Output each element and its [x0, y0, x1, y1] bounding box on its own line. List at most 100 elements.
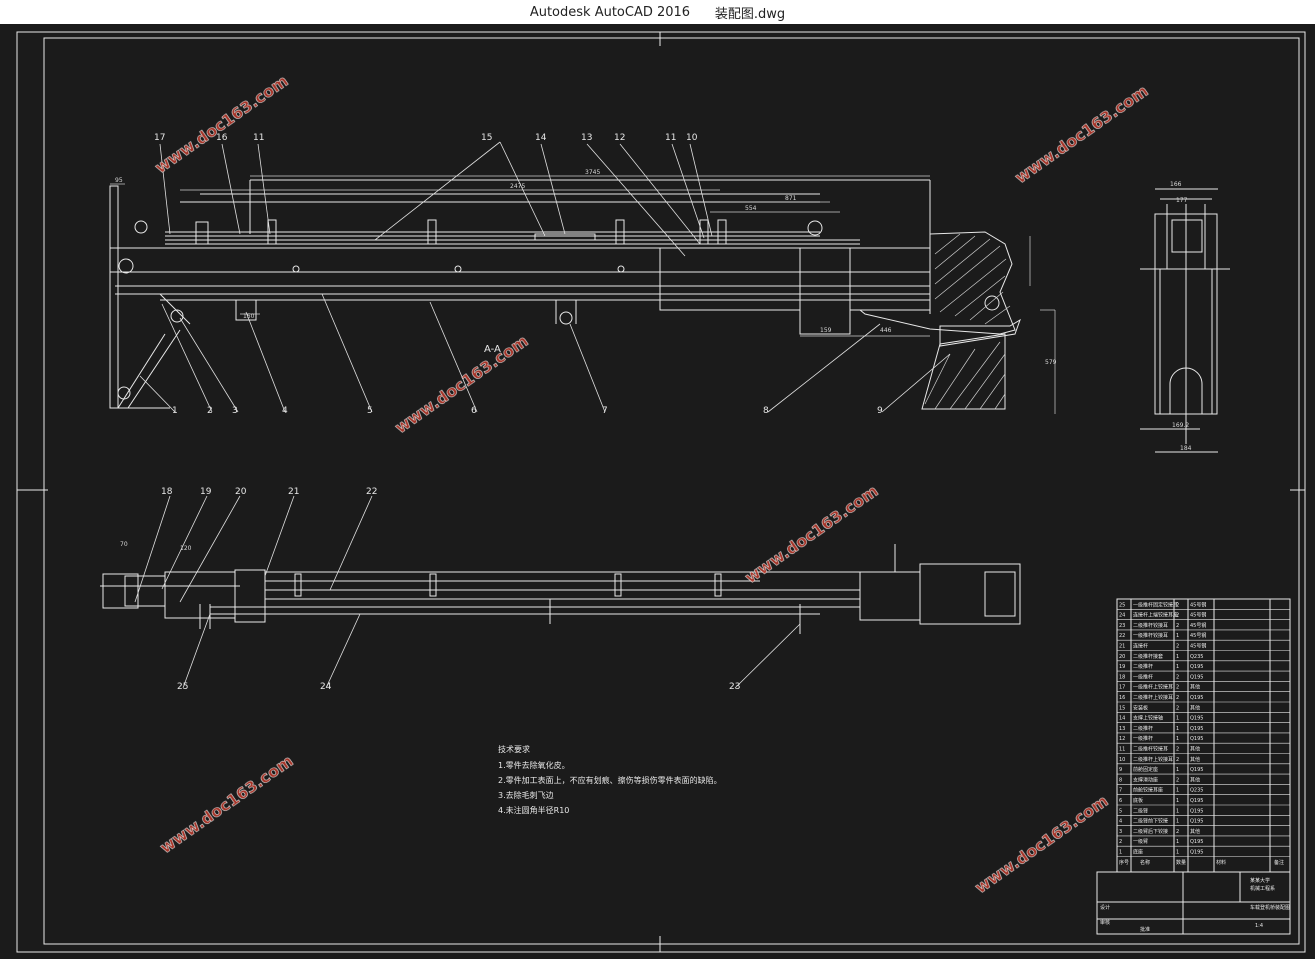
bom-header-cell: 材料 [1216, 859, 1226, 866]
bom-cell: 2 [1176, 623, 1179, 629]
callouts: 17 16 11 15 14 13 12 11 10 1 2 3 4 5 6 7… [154, 133, 883, 692]
bom-cell: 二级推杆上铰接耳 [1133, 694, 1173, 701]
bom-cell: 17 [1119, 685, 1125, 691]
file-name: 装配图.dwg [714, 6, 786, 22]
bom-cell: 2 [1176, 777, 1179, 783]
bom-cell: 1 [1176, 736, 1179, 742]
hatch-lower [924, 341, 1006, 410]
callout-23: 23 [729, 682, 740, 692]
bom-cell: 13 [1119, 726, 1125, 732]
tb-dept: 机械工程系 [1250, 885, 1275, 892]
tech-title: 技术要求 [498, 744, 530, 754]
tb-design: 设计 [1100, 904, 1110, 911]
callout-20: 20 [235, 487, 247, 497]
bom-cell: Q195 [1190, 716, 1203, 722]
bom-cell: 23 [1119, 623, 1125, 629]
tb-approve: 批准 [1140, 926, 1150, 933]
bom-cell: 一级推杆 [1133, 735, 1153, 742]
dim-446: 446 [880, 327, 892, 334]
tech-item-1: 1.零件去除氧化皮。 [498, 760, 570, 770]
bom-cell: 1 [1176, 664, 1179, 670]
bom-cell: 2 [1176, 747, 1179, 753]
bom-cell: 9 [1119, 767, 1122, 773]
bom-cell: 支撑滑动座 [1133, 776, 1158, 783]
bom-cell: 1 [1176, 633, 1179, 639]
bom-table-grid [1096, 598, 1291, 935]
bom-cell: 二级推杆接套 [1133, 653, 1163, 660]
bom-cell: 2 [1176, 757, 1179, 763]
bom-cell: 1 [1176, 788, 1179, 794]
bom-cell: 1 [1176, 767, 1179, 773]
callout-10: 10 [686, 133, 698, 143]
bom-cell: 45号钢 [1190, 643, 1206, 650]
callout-6: 6 [471, 406, 477, 416]
bom-cell: Q195 [1190, 664, 1203, 670]
callout-24: 24 [320, 682, 332, 692]
bom-header-cell: 序号 [1119, 859, 1129, 866]
tb-check: 审核 [1100, 919, 1110, 926]
dim-95: 95 [115, 177, 123, 184]
bom-cell: 1 [1176, 808, 1179, 814]
hatch-upper [934, 233, 1011, 325]
dim-70: 70 [120, 541, 128, 548]
callout-5: 5 [367, 406, 373, 416]
dim-overall: 3745 [585, 169, 600, 176]
dim-169: 169.2 [1172, 422, 1189, 429]
dim-184: 184 [1180, 445, 1192, 452]
watermark-6: www.doc163.com [971, 791, 1111, 897]
bom-cell: 2 [1119, 839, 1122, 845]
bom-cell: Q195 [1190, 819, 1203, 825]
callout-17: 17 [154, 133, 165, 143]
bom-cell: 12 [1119, 736, 1125, 742]
bom-cell: 二级臂后下铰接 [1133, 828, 1168, 835]
bom-cell: 22 [1119, 633, 1125, 639]
bom-cell: 4 [1119, 819, 1122, 825]
bom-cell: 底板 [1133, 797, 1143, 804]
bom-cell: 安装板 [1133, 704, 1148, 711]
bom-cell: 1 [1119, 850, 1122, 856]
bom-cell: 8 [1119, 777, 1122, 783]
bom-cell: 一级推杆铰接耳 [1133, 632, 1168, 639]
callout-8: 8 [763, 406, 769, 416]
callout-7: 7 [602, 406, 608, 416]
watermarks: www.doc163.com www.doc163.com www.doc163… [151, 71, 1152, 898]
bom-cell: 5 [1119, 808, 1122, 814]
bom-cell: Q195 [1190, 798, 1203, 804]
bom-cell: 11 [1119, 747, 1125, 753]
callout-4: 4 [282, 406, 288, 416]
callout-16: 16 [216, 133, 228, 143]
tech-item-4: 4.未注圆角半径R10 [498, 805, 569, 815]
watermark-4: www.doc163.com [741, 481, 881, 587]
bom-cell: Q195 [1190, 736, 1203, 742]
dim-159: 159 [820, 327, 832, 334]
bom-cell: 一级推杆 [1133, 673, 1153, 680]
bom-cell: Q195 [1190, 839, 1203, 845]
bom-cell: Q195 [1190, 808, 1203, 814]
bom-rows [1117, 608, 1290, 857]
bom-cell: 二级推杆 [1133, 725, 1153, 732]
bom-header-cell: 数量 [1176, 859, 1186, 866]
bom-cell: Q195 [1190, 767, 1203, 773]
callout-11a: 11 [253, 133, 264, 143]
callout-11b: 11 [665, 133, 676, 143]
bom-cell: 7 [1119, 788, 1122, 794]
callout-2: 2 [207, 406, 213, 416]
tb-school: 某某大学 [1250, 877, 1270, 884]
dim-166: 166 [1170, 181, 1182, 188]
bom-cell: 一级推杆固定铰接耳 [1133, 601, 1178, 608]
dim-120: 120 [180, 545, 192, 552]
bom-cell: 21 [1119, 644, 1125, 650]
bom-cell: 二级推杆 [1133, 663, 1153, 670]
watermark-5: www.doc163.com [156, 751, 296, 857]
dim-177: 177 [1176, 197, 1188, 204]
bom-cell: Q195 [1190, 726, 1203, 732]
callout-12: 12 [614, 133, 625, 143]
bom-cell: 底座 [1133, 849, 1143, 856]
watermark-1: www.doc163.com [151, 71, 291, 177]
bom-cell: 2 [1176, 674, 1179, 680]
callout-14: 14 [535, 133, 547, 143]
bom-cell: 14 [1119, 716, 1125, 722]
bom-cell: Q235 [1190, 788, 1203, 794]
